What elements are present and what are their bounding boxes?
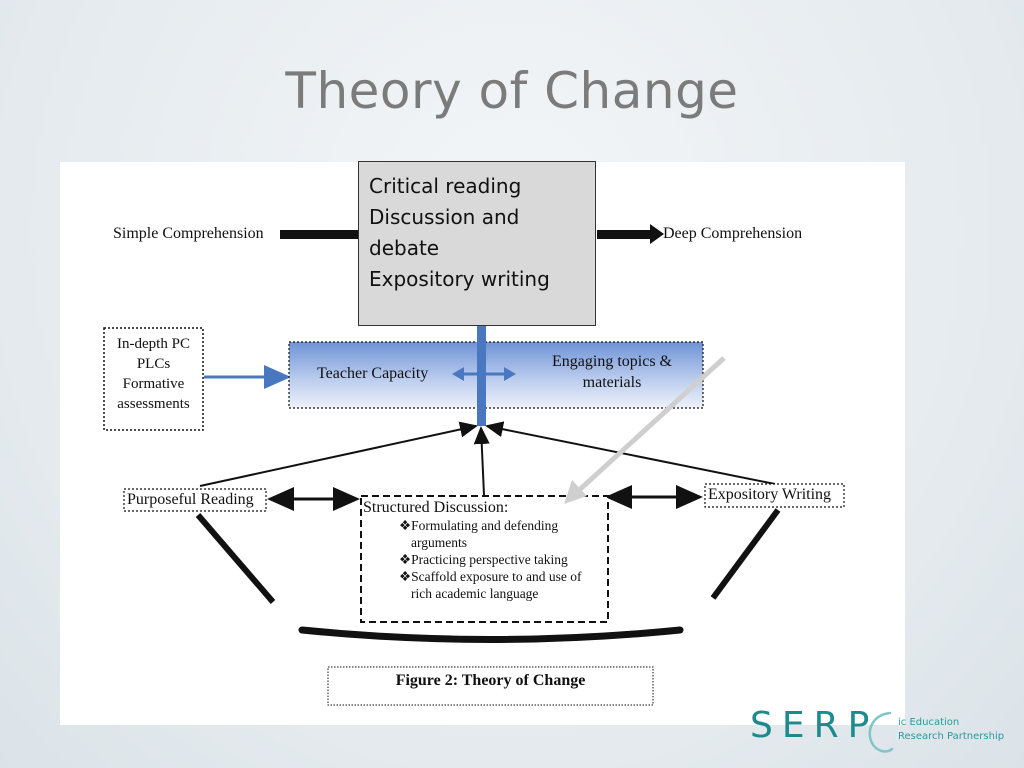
bullet-2-line-1: Practicing perspective taking [411, 552, 568, 567]
top-arrow-right-head [650, 224, 664, 244]
structured-discussion-outline [360, 495, 609, 623]
callout-line-3: debate [369, 236, 440, 260]
converge-line-right [485, 421, 776, 485]
top-arrow-left-shaft [280, 230, 360, 239]
caption-box-outline [327, 666, 654, 706]
supports-line-1: In-depth PC [117, 336, 190, 352]
serp-logo-text-line-2: Research Partnership [898, 731, 1005, 742]
structured-discussion-text: Structured Discussion: ❖Formulating and … [363, 499, 581, 602]
callout-line-1: Critical reading [369, 174, 522, 198]
engaging-topics-label: Engaging topics & materials [530, 351, 694, 393]
converge-line-left [199, 421, 478, 487]
discussion-bullet-2: ❖Practicing perspective taking [399, 551, 581, 568]
bullet-3-line-2: rich academic language [411, 586, 539, 601]
left-diagonal-leg [195, 513, 276, 604]
bottom-bowl-curve [298, 626, 684, 643]
supports-line-4: assessments [117, 396, 190, 412]
structured-discussion-heading: Structured Discussion: [363, 499, 509, 516]
callout-line-4: Expository writing [369, 267, 550, 291]
supports-box-text: In-depth PC PLCs Formative assessments [104, 334, 203, 414]
discussion-bullet-3: ❖Scaffold exposure to and use of rich ac… [399, 568, 581, 602]
grey-annotation-arrow-shaft [574, 356, 726, 495]
engaging-topics-line-2: materials [582, 374, 642, 391]
discussion-bullet-1: ❖Formulating and defending arguments [399, 517, 581, 551]
serp-logo-swoosh-icon [868, 711, 894, 753]
teacher-capacity-label: Teacher Capacity [317, 365, 429, 382]
deep-comprehension-label: Deep Comprehension [663, 225, 803, 242]
diagram-canvas [103, 224, 845, 706]
purposeful-reading-label: Purposeful Reading [127, 491, 254, 508]
supports-line-2: PLCs [136, 356, 171, 372]
band-double-arrow-right-head [504, 367, 516, 381]
expository-writing-label: Expository Writing [708, 486, 832, 503]
supports-line-3: Formative [122, 376, 185, 392]
converge-line-center [473, 426, 490, 496]
serp-logo-mark: SERP [750, 705, 879, 746]
simple-comprehension-label: Simple Comprehension [113, 225, 264, 242]
bullet-3-line-1: Scaffold exposure to and use of [411, 569, 582, 584]
bullet-diamond-icon: ❖ [399, 569, 412, 584]
top-arrow-right-shaft [597, 230, 652, 239]
callout-line-2: Discussion and [369, 205, 520, 229]
bullet-1-line-2: arguments [411, 535, 467, 550]
activities-callout: Critical reading Discussion and debate E… [358, 161, 596, 326]
serp-logo-text: ic Education Research Partnership [898, 716, 1004, 744]
purposeful-reading-outline [123, 488, 267, 512]
grey-annotation-arrow-head [564, 480, 587, 504]
serp-logo-text-line-1: ic Education [898, 717, 960, 728]
vertical-blue-bar [477, 326, 486, 426]
bullet-diamond-icon: ❖ [399, 518, 412, 533]
right-diagonal-leg [710, 508, 781, 600]
bullet-diamond-icon: ❖ [399, 552, 412, 567]
slide-title: Theory of Change [285, 62, 739, 120]
bullet-1-line-1: Formulating and defending [411, 518, 559, 533]
expository-writing-outline [704, 483, 845, 508]
engaging-topics-line-1: Engaging topics & [552, 353, 672, 370]
figure-caption: Figure 2: Theory of Change [395, 672, 586, 689]
serp-logo: SERP ic Education Research Partnership [750, 705, 1020, 765]
supports-box-outline [103, 327, 204, 431]
band-double-arrow-left-head [452, 367, 464, 381]
